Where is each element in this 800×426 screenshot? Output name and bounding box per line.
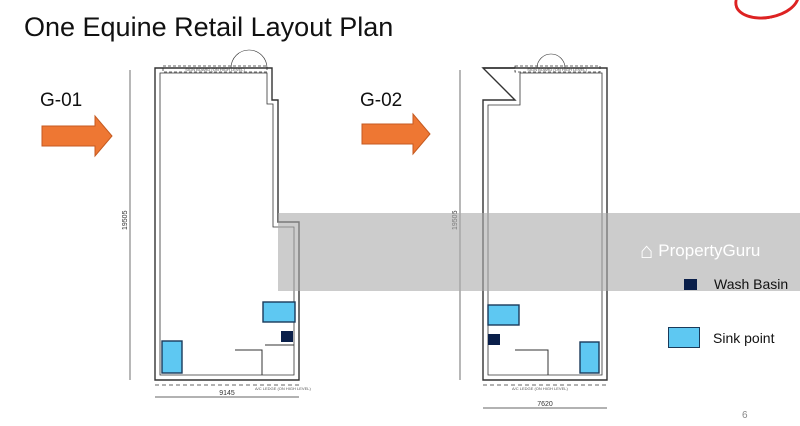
watermark-band — [278, 213, 800, 291]
g02-ledge: A/C LEDGE (ON HIGH LEVEL) — [512, 386, 568, 391]
legend-wash-basin: Wash Basin — [684, 276, 788, 292]
g01-ledge: A/C LEDGE (ON HIGH LEVEL) — [255, 386, 311, 391]
propertyguru-house-icon: ⌂ — [640, 238, 654, 263]
arrow-icon — [361, 112, 431, 156]
watermark-text: PropertyGuru — [658, 241, 761, 260]
plan-g-02 — [459, 53, 608, 409]
page-title: One Equine Retail Layout Plan — [24, 12, 394, 42]
g02-width-dim: 7620 — [537, 401, 553, 408]
g01-length-dim: 19505 — [122, 210, 129, 230]
g01-signboard: SIGN BOARD (ON HIGH LEVEL) — [185, 67, 245, 72]
wash-basin-swatch — [684, 278, 697, 290]
g01-width-dim: 9145 — [219, 390, 235, 397]
page-number: 6 — [742, 410, 748, 421]
unit-label-g-02: G-02 — [360, 90, 403, 111]
legend-sink-point: Sink point — [668, 327, 774, 348]
g02-signboard: SIGN BOARD (ON HIGH LEVEL) — [527, 67, 587, 72]
watermark-logo: ⌂ PropertyGuru — [640, 238, 760, 264]
sink-point-swatch — [668, 327, 700, 348]
plan-g-01 — [129, 49, 300, 398]
legend-label: Wash Basin — [714, 276, 789, 292]
legend-label: Sink point — [713, 329, 775, 346]
arrow-icon — [41, 114, 113, 158]
unit-label-g-01: G-01 — [40, 90, 83, 111]
